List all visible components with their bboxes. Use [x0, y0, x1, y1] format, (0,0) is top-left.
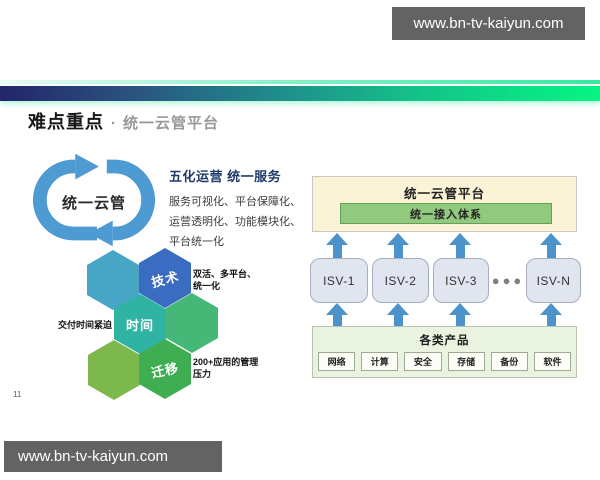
hexagon-label: 时间 — [125, 317, 154, 333]
products-box: 各类产品 网络 计算 安全 存储 备份 软件 — [312, 326, 577, 378]
ops-line: 服务可视化、平台保障化、 — [169, 196, 301, 208]
platform-box: 统一云管平台 统一接入体系 — [312, 176, 577, 232]
cycle-arrows-svg — [32, 153, 156, 247]
hexagon-label: 迁移 — [149, 359, 181, 381]
product-chip: 存储 — [447, 352, 485, 371]
up-arrow-icon — [326, 303, 348, 326]
up-arrow-icon — [540, 303, 562, 326]
isv-box: ISV-2 — [372, 258, 429, 303]
products-title: 各类产品 — [419, 335, 470, 347]
note-time: 交付时间紧迫 — [58, 320, 113, 330]
title-separator: · — [111, 115, 116, 132]
note-migration: 200+应用的管理压力 — [193, 357, 259, 379]
product-chip: 网络 — [318, 352, 356, 371]
ops-heading: 五化运营 统一服务 — [169, 169, 282, 184]
accent-divider-bar — [0, 86, 600, 101]
ops-line: 平台统一化 — [169, 236, 224, 248]
product-chip-row: 网络 计算 安全 存储 备份 软件 — [318, 352, 572, 371]
hexagon-label: 技术 — [149, 268, 181, 290]
hexagon-migration: 迁移 — [139, 339, 191, 399]
hexagon-technology: 技术 — [139, 248, 191, 308]
page-number: 11 — [13, 390, 22, 399]
up-arrow-icon — [449, 233, 471, 258]
note-technology: 双活、多平台、统一化 — [193, 269, 257, 291]
up-arrow-icon — [540, 233, 562, 258]
ops-text-block: 五化运营 统一服务 服务可视化、平台保障化、 运营透明化、功能模块化、 平台统一… — [169, 166, 304, 252]
page-subtitle: 统一云管平台 — [123, 115, 220, 132]
title-row: 难点重点 · 统一云管平台 — [28, 108, 219, 134]
watermark-top: www.bn-tv-kaiyun.com — [392, 7, 585, 40]
accent-divider-thin — [0, 80, 600, 84]
cycle-label: 统一云管 — [61, 195, 126, 212]
product-chip: 备份 — [490, 352, 528, 371]
ops-line: 运营透明化、功能模块化、 — [169, 216, 301, 228]
page-title: 难点重点 — [28, 112, 104, 132]
up-arrow-icon — [326, 233, 348, 258]
isv-box: ISV-1 — [310, 258, 368, 303]
isv-box: ISV-3 — [433, 258, 489, 303]
product-chip: 计算 — [361, 352, 399, 371]
up-arrow-icon — [387, 233, 409, 258]
product-chip: 安全 — [404, 352, 442, 371]
up-arrow-icon — [387, 303, 409, 326]
cycle-arrows-icon: 统一云管 — [30, 150, 158, 250]
ellipsis-dots: ●●● — [491, 273, 525, 288]
isv-box: ISV-N — [526, 258, 581, 303]
access-system-box: 统一接入体系 — [340, 203, 552, 224]
hexagon-plain — [166, 293, 218, 353]
watermark-bottom: www.bn-tv-kaiyun.com — [4, 441, 222, 472]
product-chip: 软件 — [533, 352, 572, 371]
up-arrow-icon — [449, 303, 471, 326]
platform-title: 统一云管平台 — [403, 187, 485, 201]
